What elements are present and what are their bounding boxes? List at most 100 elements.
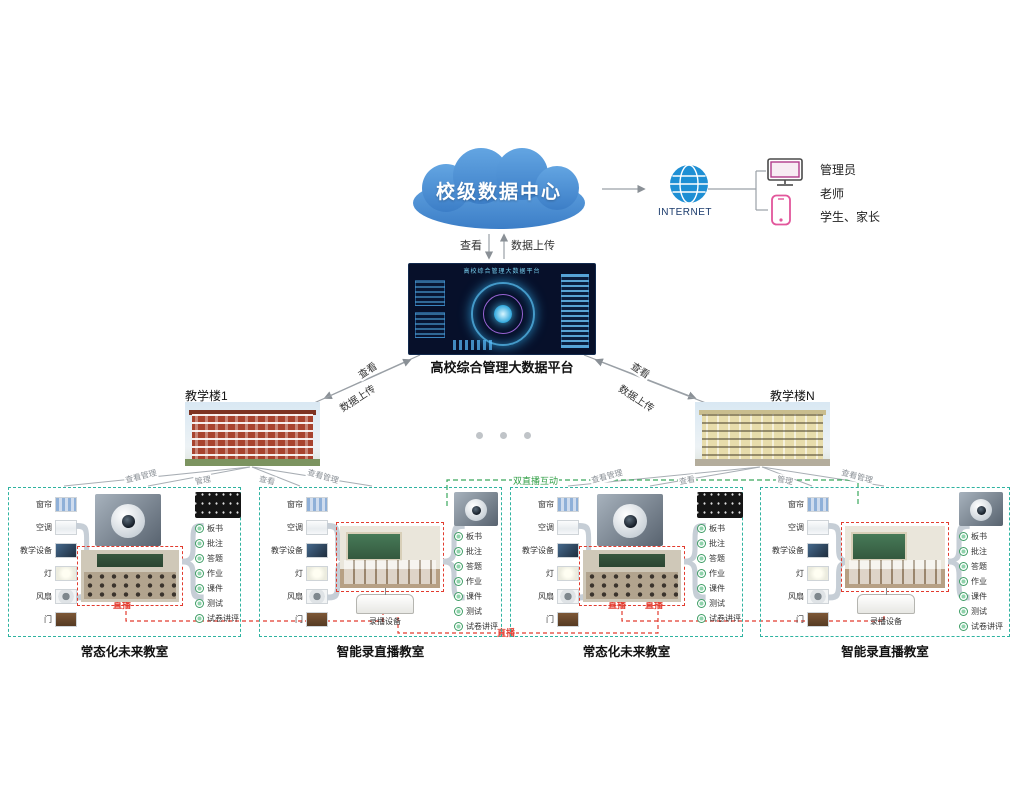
function-item: 试卷讲评 [697,611,743,626]
device-label: 教学设备 [271,546,303,555]
device-label: 教学设备 [20,546,52,555]
view-manage-label: 查看管理 [589,466,625,487]
function-item: 答题 [959,559,1003,574]
upload-flow-label: 数据上传 [335,379,379,416]
dome-camera-photo [959,492,1003,526]
function-icon [697,599,706,608]
device-item: 门 [765,608,829,631]
view-manage-label: 查看管理 [305,466,341,487]
device-item: 空调 [515,516,579,539]
chalkboard [598,554,666,567]
device-item: 门 [264,608,328,631]
device-label: 空调 [788,523,804,532]
cluster-future-classroom-2: 窗帘 空调 教学设备 灯 风扇 门 } { 板书 批注 答题 作业 课件 测试 … [510,487,743,637]
dome-camera-photo [454,492,498,526]
device-item: 教学设备 [264,539,328,562]
device-item: 风扇 [765,585,829,608]
building-n-label: 教学楼N [770,389,815,403]
device-label: 门 [44,615,52,624]
view-manage-label: 查看管理 [839,466,875,487]
view-flow-label: 查看 [458,237,484,253]
teaching-equipment-photo [306,543,328,558]
function-icon [195,569,204,578]
door-photo [557,612,579,627]
air-conditioner-photo [557,520,579,535]
function-icon [697,584,706,593]
device-item: 教学设备 [765,539,829,562]
ellipsis-dot [524,432,531,439]
door-photo [807,612,829,627]
door-photo [306,612,328,627]
function-icon [195,539,204,548]
device-label: 风扇 [287,592,303,601]
function-item: 课件 [959,589,1003,604]
function-icon [195,554,204,563]
device-label: 灯 [295,569,303,578]
function-icon [697,524,706,533]
function-item: 课件 [454,589,498,604]
function-icon [454,607,463,616]
function-item: 答题 [697,551,743,566]
fan-photo [557,589,579,604]
studio-classroom-photo [841,522,949,592]
device-item: 空调 [765,516,829,539]
classroom-photo [579,546,685,606]
user-teacher-label: 老师 [820,187,845,201]
device-list: 窗帘 空调 教学设备 灯 风扇 门 [765,493,829,631]
light-photo [807,566,829,581]
function-item: 答题 [195,551,241,566]
function-icon [697,569,706,578]
function-icon [195,524,204,533]
function-item: 板书 [195,521,241,536]
light-photo [557,566,579,581]
function-item: 试卷讲评 [454,619,498,634]
device-list: 窗帘 空调 教学设备 灯 风扇 门 [264,493,328,631]
function-list: 板书 批注 答题 作业 课件 测试 试卷讲评 [454,492,498,634]
device-item: 风扇 [515,585,579,608]
function-item: 试卷讲评 [195,611,241,626]
function-icon [697,539,706,548]
function-item: 测试 [195,596,241,611]
control-panel-photo [697,492,743,518]
device-item: 门 [13,608,77,631]
dashboard-hud-core [494,305,512,323]
upload-flow-label: 数据上传 [509,237,557,253]
light-photo [306,566,328,581]
right-brace: { [941,510,977,608]
function-item: 试卷讲评 [959,619,1003,634]
function-item: 板书 [697,521,743,536]
air-conditioner-photo [306,520,328,535]
function-icon [195,614,204,623]
function-item: 答题 [454,559,498,574]
teaching-equipment-photo [55,543,77,558]
user-student-parent-label: 学生、家长 [820,210,881,224]
device-list: 窗帘 空调 教学设备 灯 风扇 门 [13,493,77,631]
device-label: 窗帘 [36,500,52,509]
function-item: 板书 [959,529,1003,544]
device-label: 风扇 [36,592,52,601]
device-label: 空调 [36,523,52,532]
device-item: 窗帘 [515,493,579,516]
chalkboard [346,532,402,561]
function-icon [454,562,463,571]
building-1-photo [185,402,320,466]
classroom-photo [77,546,183,606]
cloud-icon [413,148,585,229]
phone-icon [770,194,792,231]
device-item: 灯 [515,562,579,585]
function-icon [959,577,968,586]
function-icon [697,554,706,563]
future-classroom-caption: 常态化未来教室 [582,645,671,659]
studio-classroom-caption: 智能录直播教室 [336,645,425,659]
device-item: 教学设备 [515,539,579,562]
function-item: 批注 [959,544,1003,559]
air-conditioner-photo [55,520,77,535]
function-icon [454,532,463,541]
function-item: 作业 [697,566,743,581]
dashboard-hud-ring [471,282,535,346]
recorder-label: 录播设备 [369,617,401,626]
desks [849,560,941,584]
upload-flow-label: 数据上传 [615,379,659,416]
